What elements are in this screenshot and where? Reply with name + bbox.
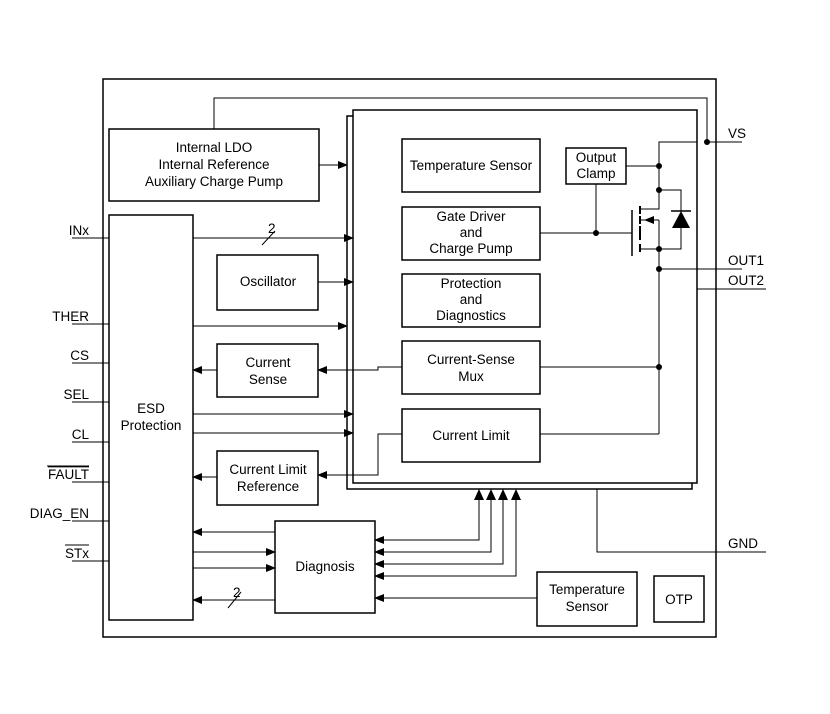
cl-to-clr-arrow	[317, 433, 402, 479]
current-sense-label-2: Sense	[249, 372, 287, 387]
current-sense-mux-block: Current-Sense Mux	[401, 340, 541, 395]
pin-inx-label: INx	[69, 223, 90, 238]
gate-driver-label-1: Gate Driver	[436, 209, 506, 224]
ldo-label-2: Internal Reference	[158, 157, 269, 172]
device-outline	[102, 78, 717, 638]
otp-block: OTP	[653, 575, 705, 623]
vs-supply-line	[213, 97, 708, 142]
ldo-label-1: Internal LDO	[176, 140, 253, 155]
gnd-line	[596, 489, 766, 553]
pin-cs-label: CS	[70, 348, 89, 363]
left-pin-lines	[72, 237, 109, 562]
diagnosis-block: Diagnosis	[274, 520, 376, 614]
output-stage-wiring	[540, 141, 697, 435]
pin-ther-label: THER	[52, 309, 89, 324]
oscillator-block: Oscillator	[216, 254, 319, 311]
pin-out2-label: OUT2	[728, 273, 764, 288]
pin-fault-label: FAULT	[48, 467, 89, 482]
pin-gnd-label: GND	[728, 536, 758, 551]
clr-label-2: Reference	[237, 479, 299, 494]
temp-sensor-outer-label-2: Sensor	[566, 599, 609, 614]
esd-protection-block: ESD Protection	[108, 214, 194, 621]
otp-label: OTP	[665, 592, 693, 607]
gate-driver-block: Gate Driver and Charge Pump	[401, 206, 541, 261]
current-limit-reference-block: Current Limit Reference	[216, 450, 319, 506]
oscillator-label: Oscillator	[240, 274, 297, 289]
prot-diag-label-1: Protection	[441, 276, 502, 291]
output-clamp-label-2: Clamp	[576, 166, 615, 181]
temperature-sensor-inner-block: Temperature Sensor	[401, 138, 541, 193]
current-limit-label: Current Limit	[432, 428, 510, 443]
prot-diag-label-3: Diagnostics	[436, 308, 506, 323]
output-clamp-block: Output Clamp	[565, 147, 627, 185]
body-diode-icon	[659, 189, 691, 250]
vs-node	[704, 139, 710, 145]
prot-diag-label-2: and	[460, 292, 483, 307]
current-sense-block: Current Sense	[216, 343, 319, 398]
gate-driver-label-2: and	[460, 225, 483, 240]
stx-bus-width: 2	[233, 585, 241, 600]
pin-stx-label: STx	[65, 546, 89, 561]
pin-vs-label: VS	[728, 126, 746, 141]
inx-bus-width: 2	[268, 221, 276, 236]
internal-ldo-block: Internal LDO Internal Reference Auxiliar…	[108, 128, 320, 202]
cs-mux-label-1: Current-Sense	[427, 352, 515, 367]
temperature-sensor-outer-block: Temperature Sensor	[536, 571, 638, 627]
pin-diag-en-label: DIAG_EN	[30, 506, 89, 521]
pin-cl-label: CL	[72, 427, 90, 442]
esd-label-2: Protection	[121, 418, 182, 433]
stx-bus-slash	[227, 591, 242, 609]
pin-sel-label: SEL	[63, 387, 89, 402]
diagnosis-label: Diagnosis	[295, 559, 355, 574]
current-sense-label-1: Current	[245, 355, 290, 370]
output-clamp-label-1: Output	[576, 150, 617, 165]
current-limit-block: Current Limit	[401, 408, 541, 463]
temp-sensor-outer-label-1: Temperature	[549, 582, 625, 597]
protection-diagnostics-block: Protection and Diagnostics	[401, 273, 541, 328]
cs-mux-label-2: Mux	[458, 369, 484, 384]
clr-label-1: Current Limit	[229, 462, 307, 477]
inx-bus-slash	[261, 230, 276, 246]
ldo-label-3: Auxiliary Charge Pump	[145, 174, 283, 189]
mux-to-current-sense-arrow	[317, 366, 402, 374]
core-diagnosis-bus	[374, 489, 521, 580]
gate-driver-label-3: Charge Pump	[429, 241, 512, 256]
power-mosfet-icon	[631, 187, 662, 256]
pin-out1-label: OUT1	[728, 253, 764, 268]
esd-label-1: ESD	[137, 401, 165, 416]
temp-sensor-inner-label: Temperature Sensor	[410, 158, 533, 173]
